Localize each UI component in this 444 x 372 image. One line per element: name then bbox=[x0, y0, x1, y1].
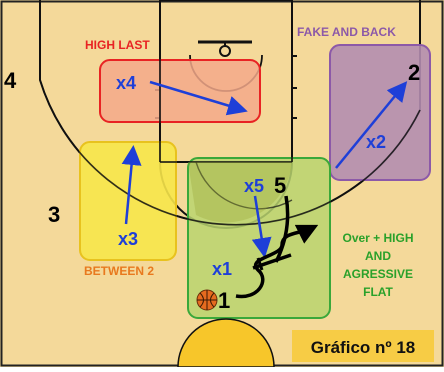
caption-text: Gráfico nº 18 bbox=[311, 338, 415, 357]
player-1: 1 bbox=[218, 288, 230, 313]
label-over-high-line4: FLAT bbox=[363, 285, 393, 299]
label-between-2: BETWEEN 2 bbox=[84, 264, 154, 278]
circle-overlap-shade bbox=[188, 162, 292, 223]
arrow-x5 bbox=[251, 195, 272, 258]
center-circle bbox=[177, 318, 275, 368]
player-2: 2 bbox=[408, 60, 420, 85]
defender-x4: x4 bbox=[116, 73, 136, 93]
dribble-path-1 bbox=[235, 224, 319, 299]
label-high-last: HIGH LAST bbox=[85, 38, 150, 52]
label-fake-and-back: FAKE AND BACK bbox=[297, 25, 396, 39]
defender-x1: x1 bbox=[212, 259, 232, 279]
hoop bbox=[219, 45, 231, 57]
defender-x5: x5 bbox=[244, 176, 264, 196]
defender-x2: x2 bbox=[366, 132, 386, 152]
screen-path-5 bbox=[274, 195, 290, 263]
arrow-x3 bbox=[121, 145, 142, 225]
player-4: 4 bbox=[4, 68, 17, 93]
caption-box bbox=[292, 330, 434, 362]
arrow-x2 bbox=[335, 81, 408, 169]
player-5: 5 bbox=[274, 173, 286, 198]
three-point-line-overlay bbox=[39, 79, 421, 226]
label-over-high-line2: AND bbox=[365, 249, 391, 263]
player-3: 3 bbox=[48, 202, 60, 227]
label-over-high-line3: AGRESSIVE bbox=[343, 267, 413, 281]
label-over-high-line1: Over + HIGH bbox=[342, 231, 413, 245]
basketball-icon bbox=[196, 289, 218, 311]
arrow-x4 bbox=[149, 80, 248, 116]
defender-x3: x3 bbox=[118, 229, 138, 249]
free-throw-circle-overlay bbox=[195, 161, 293, 210]
label-over-high: Over + HIGH AND AGRESSIVE FLAT bbox=[342, 231, 413, 299]
